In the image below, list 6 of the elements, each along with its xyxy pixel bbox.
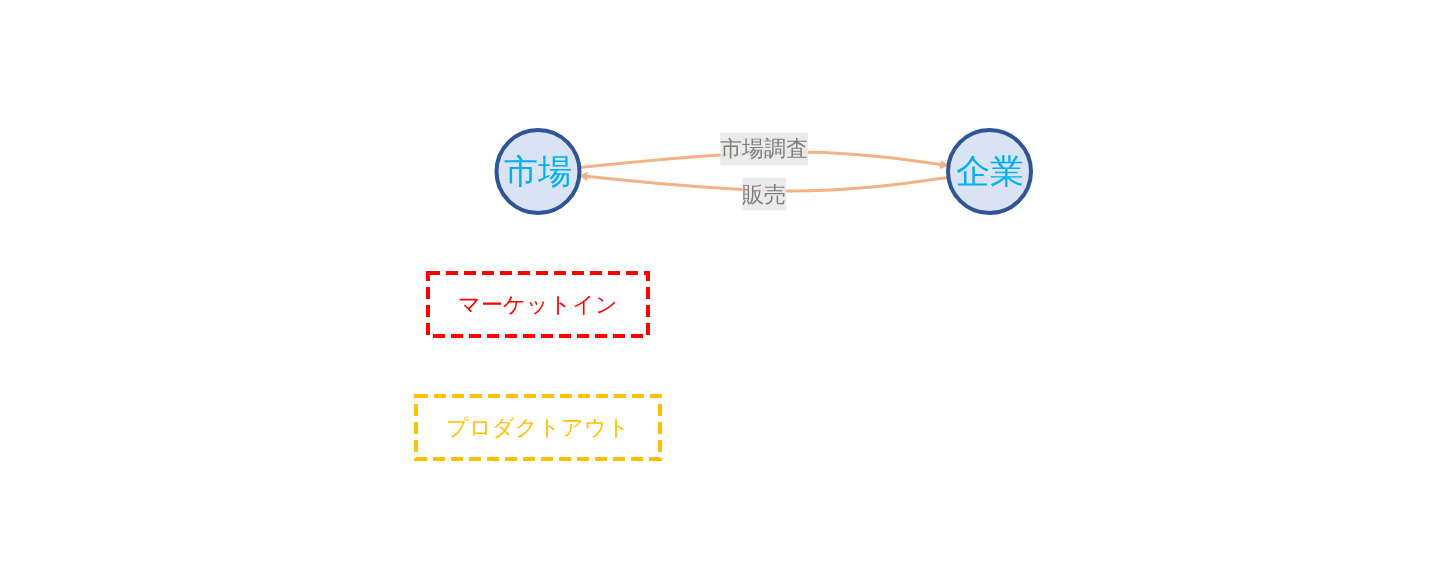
- edge-label: 市場調査: [720, 135, 809, 161]
- edge-label: 販売: [742, 181, 787, 207]
- node-box: プロダクトアウト: [414, 393, 662, 461]
- node-circle: 市場: [494, 127, 582, 215]
- node-box: マーケットイン: [426, 270, 650, 338]
- node-circle: 企業: [946, 127, 1033, 215]
